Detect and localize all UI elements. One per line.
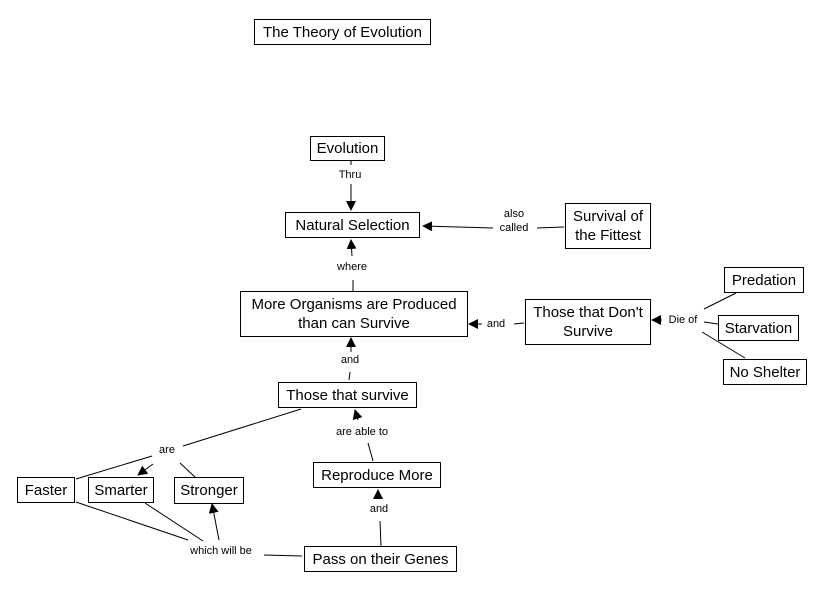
node-more-organisms[interactable]: More Organisms are Produced than can Sur… bbox=[240, 291, 468, 337]
connector-those-survive-and bbox=[348, 371, 351, 381]
map-title[interactable]: The Theory of Evolution bbox=[254, 19, 431, 45]
link-label-thru: Thru bbox=[336, 168, 364, 182]
node-stronger[interactable]: Stronger bbox=[174, 477, 244, 504]
connector-where-natural-selection bbox=[346, 239, 357, 257]
link-label-where: where bbox=[335, 260, 369, 274]
connector-dont-survive-and bbox=[513, 322, 525, 325]
node-survival-of-the-fittest[interactable]: Survival of the Fittest bbox=[565, 203, 651, 249]
connector-reproduce-are-able-to bbox=[367, 442, 374, 462]
link-label-are-able-to: are able to bbox=[334, 425, 390, 439]
connector-also-called-natural-selection bbox=[422, 221, 494, 232]
connector-pass-genes-which-will-be bbox=[263, 554, 303, 557]
connector-which-will-be-stronger bbox=[208, 503, 220, 541]
link-label-also-called: also called bbox=[497, 207, 531, 235]
node-those-that-dont-survive[interactable]: Those that Don't Survive bbox=[525, 299, 651, 345]
connector-die-of-predation bbox=[703, 292, 737, 310]
node-predation[interactable]: Predation bbox=[724, 267, 804, 293]
node-evolution[interactable]: Evolution bbox=[310, 136, 385, 161]
node-starvation[interactable]: Starvation bbox=[718, 315, 799, 341]
connector-are-stronger bbox=[179, 462, 197, 479]
node-faster[interactable]: Faster bbox=[17, 477, 75, 503]
connector-die-of-starvation bbox=[703, 321, 719, 325]
connector-those-survive-are bbox=[182, 408, 302, 447]
node-natural-selection[interactable]: Natural Selection bbox=[285, 212, 420, 238]
connector-which-will-be-smarter bbox=[144, 502, 204, 542]
link-label-die-of: Die of bbox=[666, 313, 700, 327]
connector-survival-also-called bbox=[536, 226, 565, 229]
link-label-and-those-survive: and bbox=[338, 353, 362, 367]
link-label-which-will-be: which will be bbox=[188, 544, 254, 558]
node-smarter[interactable]: Smarter bbox=[88, 477, 154, 503]
connector-pass-genes-and bbox=[379, 520, 382, 547]
connector-which-will-be-faster bbox=[75, 501, 189, 541]
connector-die-of-no-shelter bbox=[701, 331, 746, 359]
connector-are-faster bbox=[75, 455, 153, 480]
node-reproduce-more[interactable]: Reproduce More bbox=[313, 462, 441, 488]
node-those-that-survive[interactable]: Those that survive bbox=[278, 382, 417, 408]
connector-are-smarter bbox=[137, 463, 154, 476]
link-label-and-pass-genes: and bbox=[367, 502, 391, 516]
link-label-are: are bbox=[157, 443, 177, 457]
node-pass-on-their-genes[interactable]: Pass on their Genes bbox=[304, 546, 457, 572]
connector-are-able-to-those-survive bbox=[352, 409, 363, 421]
link-label-and-dont-survive: and bbox=[484, 317, 508, 331]
node-no-shelter[interactable]: No Shelter bbox=[723, 359, 807, 385]
